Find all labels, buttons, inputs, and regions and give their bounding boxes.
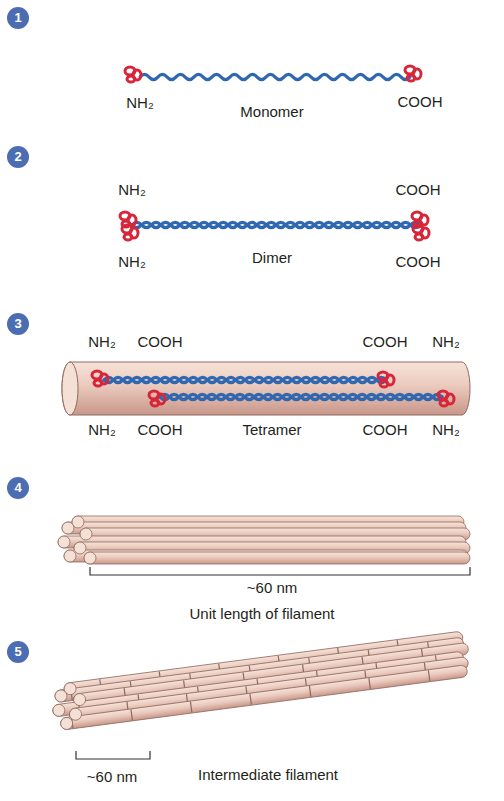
part-label: COOH — [398, 94, 443, 111]
callout-number: 5 — [7, 641, 29, 663]
part-label: COOH — [363, 422, 408, 439]
part-label: ~60 nm — [87, 769, 137, 786]
callout-number: 2 — [7, 146, 29, 168]
part-label: Monomer — [240, 104, 303, 121]
part-label: Intermediate filament — [198, 767, 338, 784]
part-label: COOH — [396, 182, 441, 199]
part-label: NH₂ — [88, 334, 116, 351]
part-label: NH₂ — [118, 254, 146, 271]
part-label: NH₂ — [88, 422, 116, 439]
part-label: NH₂ — [432, 422, 460, 439]
part-label: NH₂ — [432, 334, 460, 351]
part-label: Tetramer — [242, 422, 301, 439]
callout-number: 3 — [7, 313, 29, 335]
part-label: ~60 nm — [247, 580, 297, 597]
part-label: COOH — [138, 422, 183, 439]
part-label: COOH — [396, 254, 441, 271]
part-label: Dimer — [252, 250, 292, 267]
part-label: NH₂ — [126, 95, 154, 112]
part-label: NH₂ — [118, 182, 146, 199]
callout-number: 4 — [7, 477, 29, 499]
part-label: COOH — [363, 334, 408, 351]
part-label: COOH — [138, 334, 183, 351]
callout-number: 1 — [7, 7, 29, 29]
part-label: Unit length of filament — [189, 606, 334, 623]
